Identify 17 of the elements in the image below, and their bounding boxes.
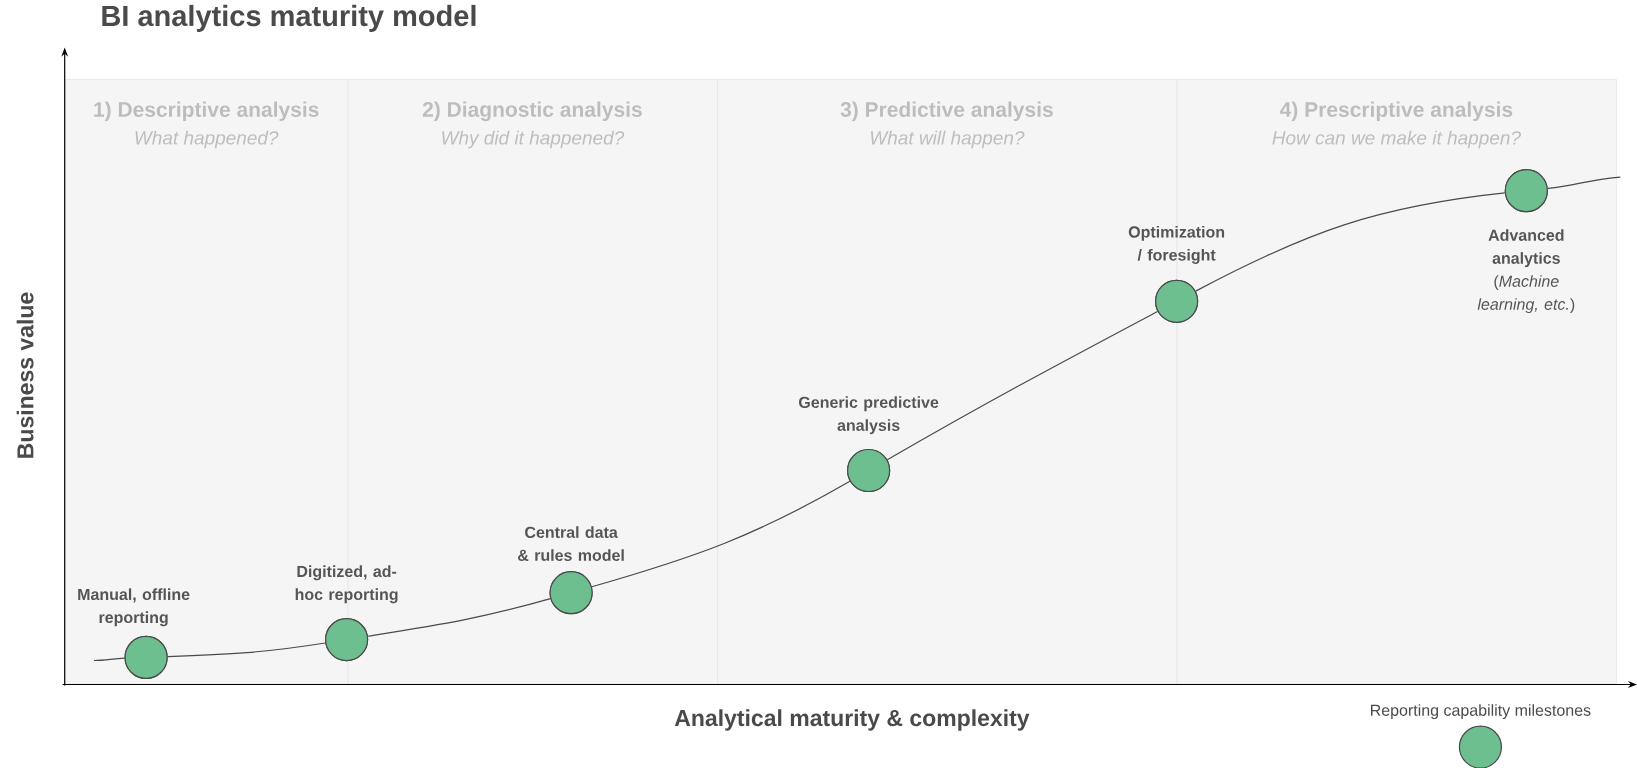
legend-label: Reporting capability milestones: [1371, 704, 1591, 720]
curve-line: [1195, 192, 1506, 292]
curve-line: [93, 657, 126, 662]
curve-line: [167, 642, 326, 658]
curve-line: [367, 598, 551, 637]
milestone-label: Manual, offline reporting: [78, 588, 190, 627]
axis-label: Analytical maturity & complexity: [674, 709, 1030, 731]
milestone-label: Generic predictive analysis: [799, 396, 939, 435]
title: BI analytics maturity model: [102, 4, 476, 32]
curve-line: [591, 480, 851, 588]
axis-label: Business value: [16, 292, 34, 458]
milestone-label: Optimization / foresight: [1128, 225, 1225, 264]
milestone-label: Advanced analytics (Machine learning, etc.): [1477, 229, 1575, 314]
curve-line: [1547, 176, 1621, 190]
milestone-label: Central data & rules model: [518, 526, 624, 561]
curve-line: [886, 310, 1159, 461]
milestone-label: Digitized, ad-hoc reporting: [295, 565, 398, 604]
